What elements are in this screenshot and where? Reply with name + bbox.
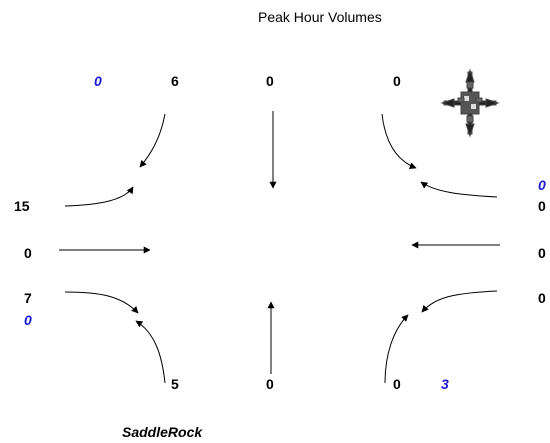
east-right-turn-arrow (420, 181, 498, 198)
south-left-turn-arrow (135, 320, 166, 384)
west-approach-blue-value: 0 (24, 312, 32, 328)
north-approach-left-turn-value: 0 (393, 73, 401, 89)
location-label: SaddleRock (122, 424, 203, 440)
west-right-turn-arrow (64, 291, 139, 314)
compass-rose-icon (440, 68, 500, 138)
north-approach-right-turn-value: 6 (171, 73, 179, 89)
west-approach-left-turn-value: 15 (14, 198, 30, 214)
north-left-turn-arrow (381, 113, 417, 170)
south-approach-through-value: 0 (266, 376, 274, 392)
south-approach-blue-value: 3 (441, 376, 449, 392)
east-approach-left-turn-value: 0 (538, 290, 546, 306)
page-title: Peak Hour Volumes (258, 9, 382, 25)
west-left-turn-arrow (64, 186, 134, 207)
east-approach-blue-value: 0 (538, 177, 546, 193)
south-approach-left-turn-value: 5 (171, 376, 179, 392)
west-approach-right-turn-value: 7 (24, 290, 32, 306)
south-right-turn-arrow (384, 314, 409, 384)
east-approach-through-value: 0 (538, 245, 546, 261)
west-approach-through-value: 0 (24, 245, 32, 261)
south-approach-right-turn-value: 0 (393, 376, 401, 392)
east-approach-right-turn-value: 0 (538, 198, 546, 214)
north-approach-through-value: 0 (266, 73, 274, 89)
north-right-turn-arrow (139, 113, 166, 168)
east-left-turn-arrow (421, 290, 498, 313)
north-approach-blue-value: 0 (94, 73, 102, 89)
